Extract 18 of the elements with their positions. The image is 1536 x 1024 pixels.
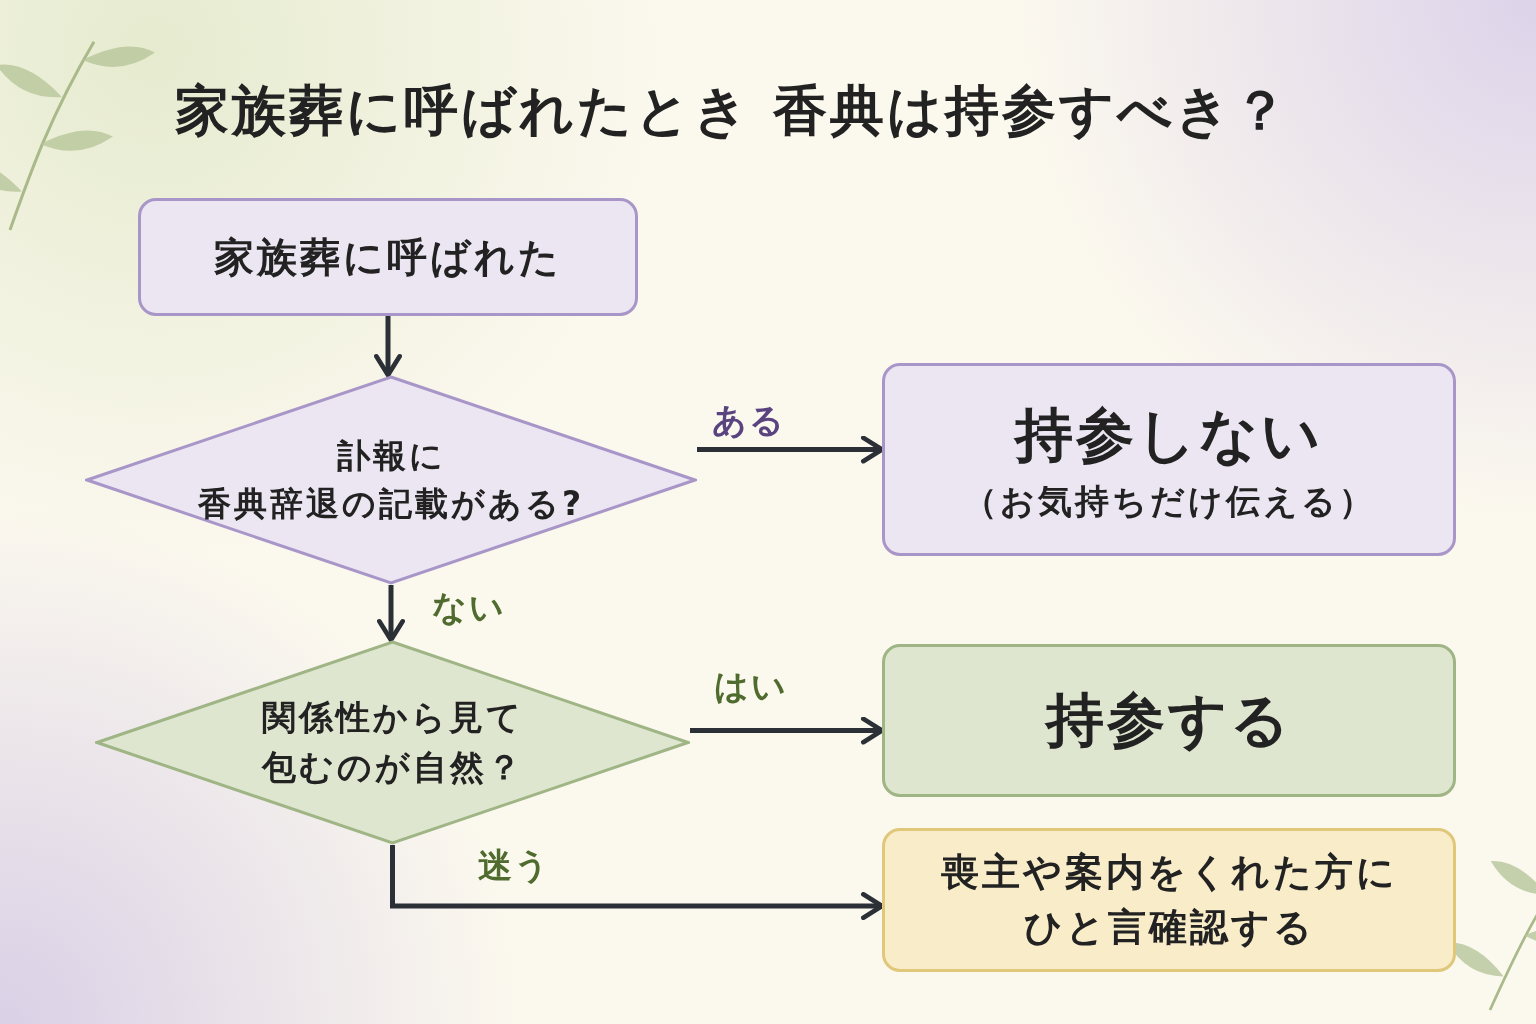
result-box: [882, 644, 1456, 797]
process-box: [138, 198, 638, 316]
arrow: [374, 316, 402, 378]
result-box: [882, 363, 1456, 556]
edge-label: ある: [712, 399, 786, 442]
node-text: 関係性から見て包むのが自然？: [261, 696, 524, 789]
node-text: 持参しない: [1015, 399, 1323, 471]
node-text: 家族葬に呼ばれた: [214, 233, 562, 282]
result-box: [882, 828, 1456, 972]
edge-label: ない: [432, 586, 506, 629]
node-text: 訃報に香典辞退の記載がある?: [197, 435, 585, 525]
edge-label: 迷う: [478, 844, 551, 887]
title: 家族葬に呼ばれたとき 香典は持参すべき？: [175, 78, 1290, 144]
edge-label: はい: [714, 665, 788, 708]
arrow: [377, 585, 405, 643]
node-text: 持参する: [1046, 685, 1292, 757]
node-text: 喪主や案内をくれた方にひと言確認する: [940, 848, 1398, 951]
node-subtext: （お気持ちだけ伝える）: [962, 479, 1376, 523]
